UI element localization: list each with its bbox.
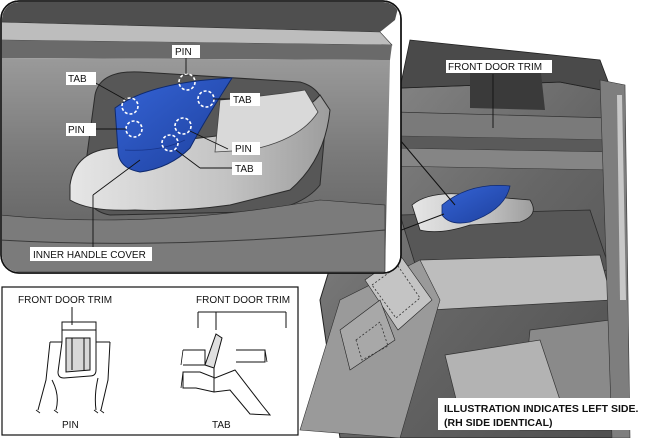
label-pin-caption: PIN	[62, 420, 79, 431]
pin-base-ticks	[35, 409, 105, 414]
illustration-note: ILLUSTRATION INDICATES LEFT SIDE. (RH SI…	[438, 398, 650, 430]
tab-marker-upper-left	[121, 97, 139, 115]
zoom-detail-callout: PIN TAB TAB PIN PIN TAB INNER HANDLE COV…	[0, 0, 456, 274]
label-pin-right: PIN	[235, 144, 252, 155]
pin-tab-detail-box: FRONT DOOR TRIM FRONT DOOR TRIM PIN TAB	[1, 286, 299, 436]
front-door-trim-view	[299, 39, 631, 438]
tab-marker-lower	[161, 134, 179, 152]
label-tab-upper-left: TAB	[68, 74, 87, 85]
pin-marker-top	[178, 73, 196, 91]
label-tab-lower: TAB	[235, 164, 254, 175]
label-pin-top: PIN	[175, 47, 192, 58]
label-tab-caption: TAB	[212, 420, 231, 431]
label-front-door-trim-tab-detail: FRONT DOOR TRIM	[196, 295, 290, 306]
note-line-2: (RH SIDE IDENTICAL)	[444, 417, 553, 429]
label-tab-upper-right: TAB	[233, 95, 252, 106]
pin-marker-right	[174, 117, 192, 135]
leader-lines	[91, 58, 232, 250]
label-front-door-trim-pin-detail: FRONT DOOR TRIM	[18, 295, 112, 306]
label-pin-left: PIN	[68, 125, 85, 136]
label-front-door-trim-main: FRONT DOOR TRIM	[448, 62, 542, 73]
pin-marker-left	[125, 120, 143, 138]
pin-cross-section	[37, 307, 111, 411]
label-backgrounds	[30, 45, 262, 261]
tab-edge-ticks	[180, 349, 268, 389]
label-inner-handle-cover: INNER HANDLE COVER	[33, 250, 146, 261]
tab-cross-section	[182, 311, 287, 416]
note-line-1: ILLUSTRATION INDICATES LEFT SIDE.	[444, 403, 639, 415]
